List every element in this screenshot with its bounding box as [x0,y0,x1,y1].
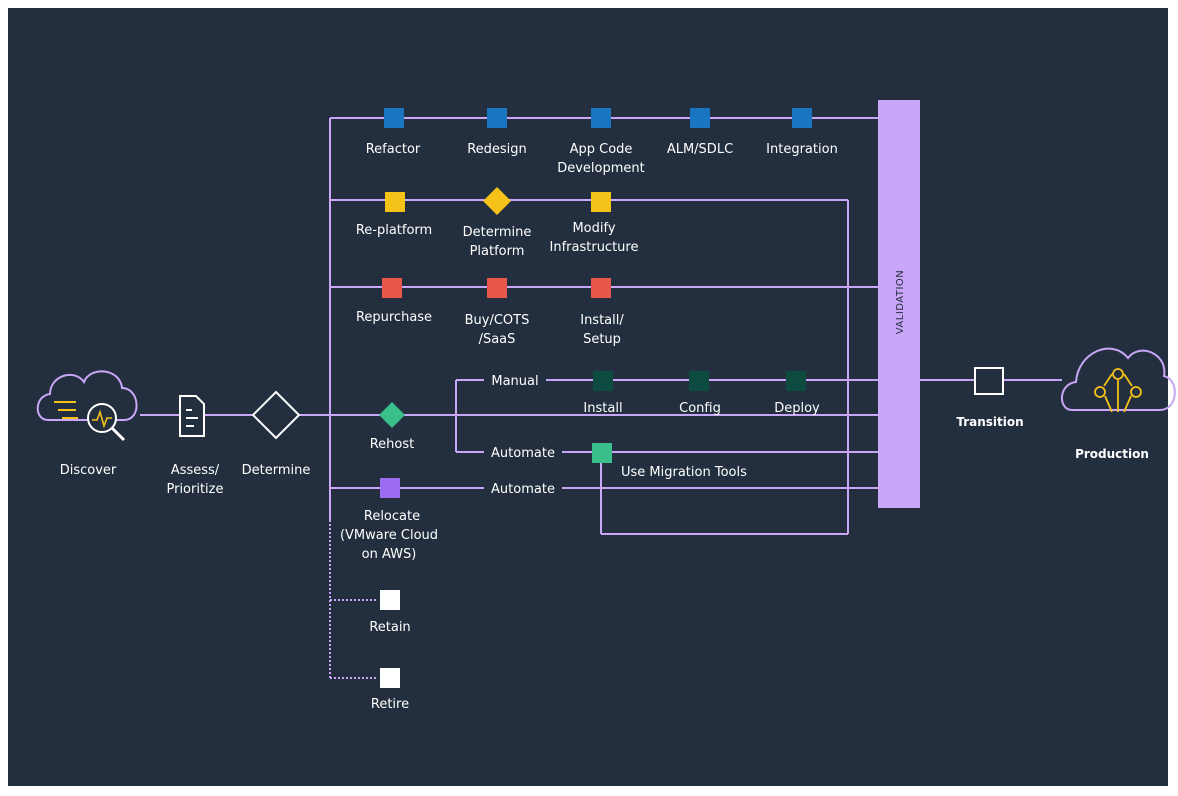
transition-label: Transition [956,415,1023,429]
repurchase-node [382,278,402,298]
determine-platform-line1: Determine [463,225,532,240]
determine-diamond [251,390,301,440]
buy-cots-line2: /SaaS [479,332,516,347]
modify-infrastructure-node [591,192,611,212]
document-icon [179,395,205,437]
app-code-label-line1: App Code [570,142,633,157]
install-node [593,371,613,391]
integration-node [792,108,812,128]
replatform-label: Re-platform [356,223,432,238]
refactor-node [384,108,404,128]
determine-label: Determine [242,463,311,478]
discover-label: Discover [60,463,117,478]
retain-node [380,590,400,610]
diagram-background [8,8,1168,786]
alm-sdlc-label: ALM/SDLC [667,142,733,157]
manual-label: Manual [491,374,538,389]
relocate-label-line1: Relocate [364,509,420,524]
assess-label-line1: Assess/ [171,463,220,478]
config-node [689,371,709,391]
retain-label: Retain [369,620,410,635]
deploy-label: Deploy [774,401,820,416]
dotted-lines [329,520,378,679]
app-code-label-line2: Development [557,161,645,176]
assess-label-line2: Prioritize [166,482,223,497]
retire-node [380,668,400,688]
rehost-diamond [379,402,405,428]
integration-label: Integration [766,142,838,157]
migration-tools-node [592,443,612,463]
relocate-label-line3: on AWS) [362,547,417,562]
alm-sdlc-node [690,108,710,128]
refactor-label: Refactor [366,142,421,157]
production-label: Production [1075,447,1149,461]
install-setup-node [591,278,611,298]
rehost-label: Rehost [370,437,415,452]
transition-box [974,367,1004,395]
buy-cots-node [487,278,507,298]
relocate-node [380,478,400,498]
install-setup-line2: Setup [583,332,621,347]
validation-label: VALIDATION [895,270,906,335]
retire-label: Retire [371,697,409,712]
migration-tools-label: Use Migration Tools [621,465,747,480]
modify-infra-line2: Infrastructure [550,240,639,255]
deploy-node [786,371,806,391]
determine-platform-diamond [483,187,511,215]
validation-bar [878,100,920,508]
automate-label-rehost: Automate [491,446,555,461]
buy-cots-line1: Buy/COTS [465,313,530,328]
production-cloud-icon [1061,347,1176,413]
config-label: Config [679,401,721,416]
repurchase-label: Repurchase [356,310,432,325]
install-setup-line1: Install/ [580,313,624,328]
discover-cloud-icon [36,370,138,442]
replatform-node [385,192,405,212]
automate-label-relocate: Automate [491,482,555,497]
relocate-label-line2: (VMware Cloud [340,528,438,543]
redesign-node [487,108,507,128]
app-code-node [591,108,611,128]
determine-platform-line2: Platform [470,244,525,259]
redesign-label: Redesign [467,142,527,157]
modify-infra-line1: Modify [572,221,615,236]
install-label: Install [583,401,622,416]
